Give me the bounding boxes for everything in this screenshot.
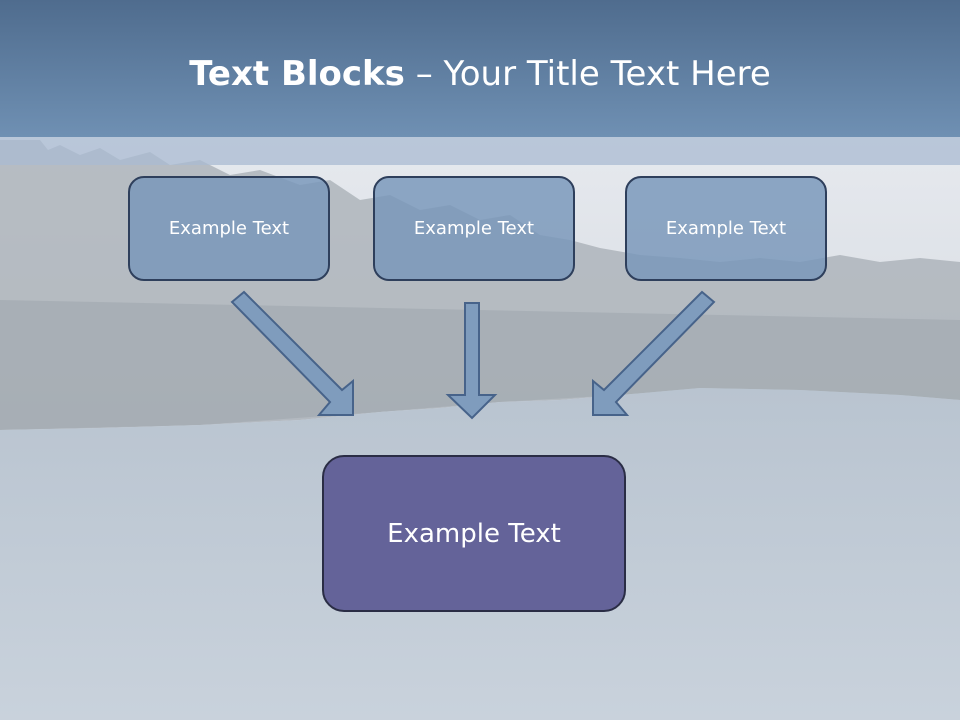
title-bold-part: Text Blocks — [189, 54, 405, 94]
arrow-left — [230, 290, 354, 416]
slide-title: Text Blocks – Your Title Text Here — [0, 52, 960, 96]
arrow-right — [592, 290, 716, 416]
title-rest-part: – Your Title Text Here — [404, 54, 771, 94]
title-bar — [0, 0, 960, 137]
bottom-block: Example Text — [322, 455, 626, 612]
arrow-center — [445, 302, 498, 420]
top-block-3: Example Text — [625, 176, 827, 281]
top-block-1: Example Text — [128, 176, 330, 281]
title-band — [0, 137, 960, 165]
top-block-2: Example Text — [373, 176, 575, 281]
